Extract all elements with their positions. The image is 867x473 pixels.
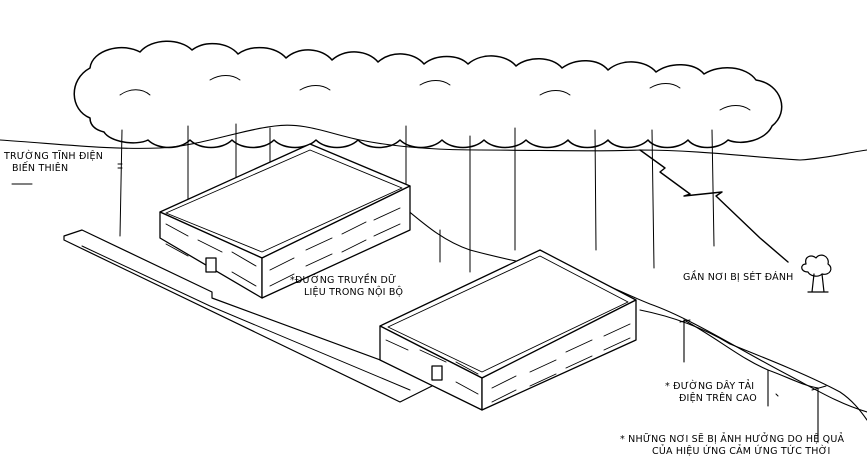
cloud-texture [119, 75, 751, 111]
tree-icon [801, 254, 832, 293]
static-field-label: TRƯỜNG TĨNH ĐIỆN BIẾN THIÊN [4, 151, 103, 175]
static-field-label-line-2: BIẾN THIÊN [12, 163, 69, 174]
marker-tick [11, 163, 779, 397]
power-line-label-line-1: * ĐƯỜNG DÂY TẢI [665, 381, 755, 392]
static-field-boundary [0, 124, 867, 161]
walkway [63, 229, 441, 403]
power-line-label-line-2: ĐIỆN TRÊN CAO [679, 393, 757, 404]
building-1 [159, 143, 411, 299]
walkway-inner [81, 245, 411, 391]
static-field-label-line-1: TRƯỜNG TĨNH ĐIỆN [4, 151, 104, 162]
building-2 [379, 249, 637, 411]
affected-areas-label: * NHỮNG NƠI SẼ BỊ ẢNH HƯỞNG DO HỆ QUẢ CỦ… [620, 434, 844, 458]
lightning-bolt [639, 149, 789, 263]
strike-point-label-text: GẦN NƠI BỊ SÉT ĐÁNH [683, 272, 794, 283]
power-line-label: * ĐƯỜNG DÂY TẢI ĐIỆN TRÊN CAO [665, 381, 757, 405]
strike-point-label: GẦN NƠI BỊ SÉT ĐÁNH [683, 272, 794, 284]
data-line-label: *ĐƯỜNG TRUYỀN DỮ LIỆU TRONG NỘI BỘ [290, 275, 403, 299]
affected-areas-label-line-1: * NHỮNG NƠI SẼ BỊ ẢNH HƯỞNG DO HỆ QUẢ [620, 434, 845, 445]
data-line-label-line-2: LIỆU TRONG NỘI BỘ [304, 287, 404, 298]
data-line-label-line-1: *ĐƯỜNG TRUYỀN DỮ [290, 275, 397, 286]
power-poles [679, 319, 827, 443]
storm-cloud [73, 40, 783, 149]
affected-areas-label-line-2: CỦA HIỆU ỨNG CẢM ỨNG TỨC THỜI [652, 446, 831, 457]
